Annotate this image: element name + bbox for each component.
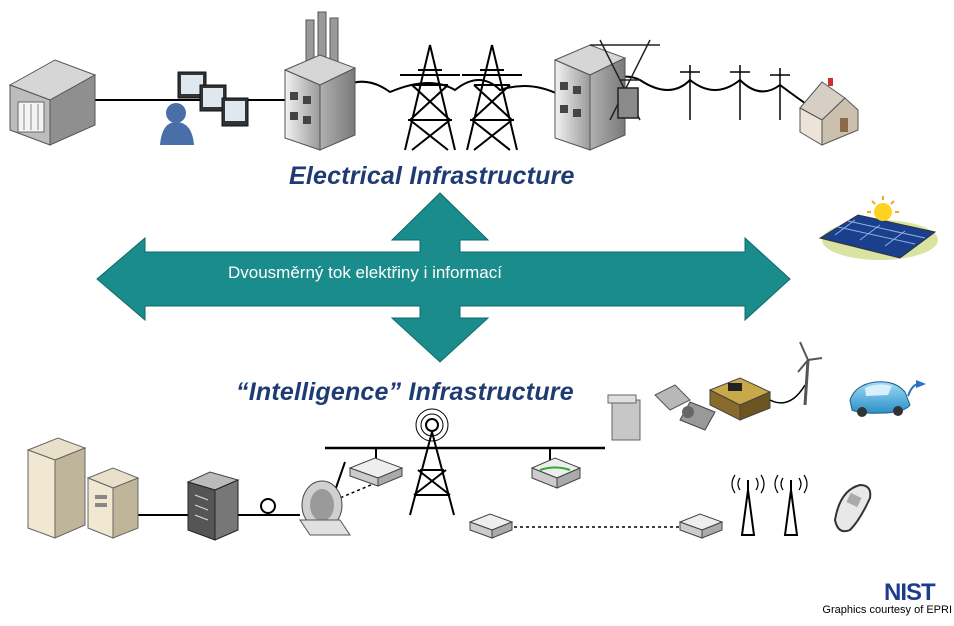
router-icon [530,457,582,489]
radio-tower-icon [409,408,455,516]
smart-meter-icon [607,394,641,441]
router-icon [678,513,724,539]
transformer-icon [590,39,660,121]
network-cabinet-icon [186,471,240,541]
wind-turbine-icon [797,341,823,406]
transmission-tower-icon [400,44,460,151]
transmission-tower-icon [462,44,522,151]
solar-panel-icon [818,196,938,260]
server-rack-icon [26,437,140,539]
image-credit: Graphics courtesy of EPRI [822,604,952,616]
arrow-label: Dvousměrný tok elektřiny i informací [228,263,502,282]
router-icon [468,513,514,539]
satellite-icon [654,384,716,431]
router-icon [348,457,404,487]
antenna-icon [731,474,765,536]
distribution-pole-icon [680,65,790,120]
satellite-dish-icon [299,480,351,536]
intelligence-infrastructure-title: “Intelligence” Infrastructure [236,378,574,406]
bank-building-icon [8,59,97,146]
bidirectional-arrow [96,192,791,363]
electric-car-icon [849,380,926,417]
electrical-infrastructure-title: Electrical Infrastructure [289,162,575,190]
antenna-icon [774,474,808,536]
nist-logo: NIST [884,579,937,606]
battery-storage-icon [708,377,772,421]
mobile-phone-icon [833,483,872,533]
control-room-operator-icon [160,71,249,145]
svg-text:NIST: NIST [884,579,936,606]
substation-building-icon [553,44,627,151]
house-icon [799,78,859,146]
power-plant-icon [283,11,357,151]
